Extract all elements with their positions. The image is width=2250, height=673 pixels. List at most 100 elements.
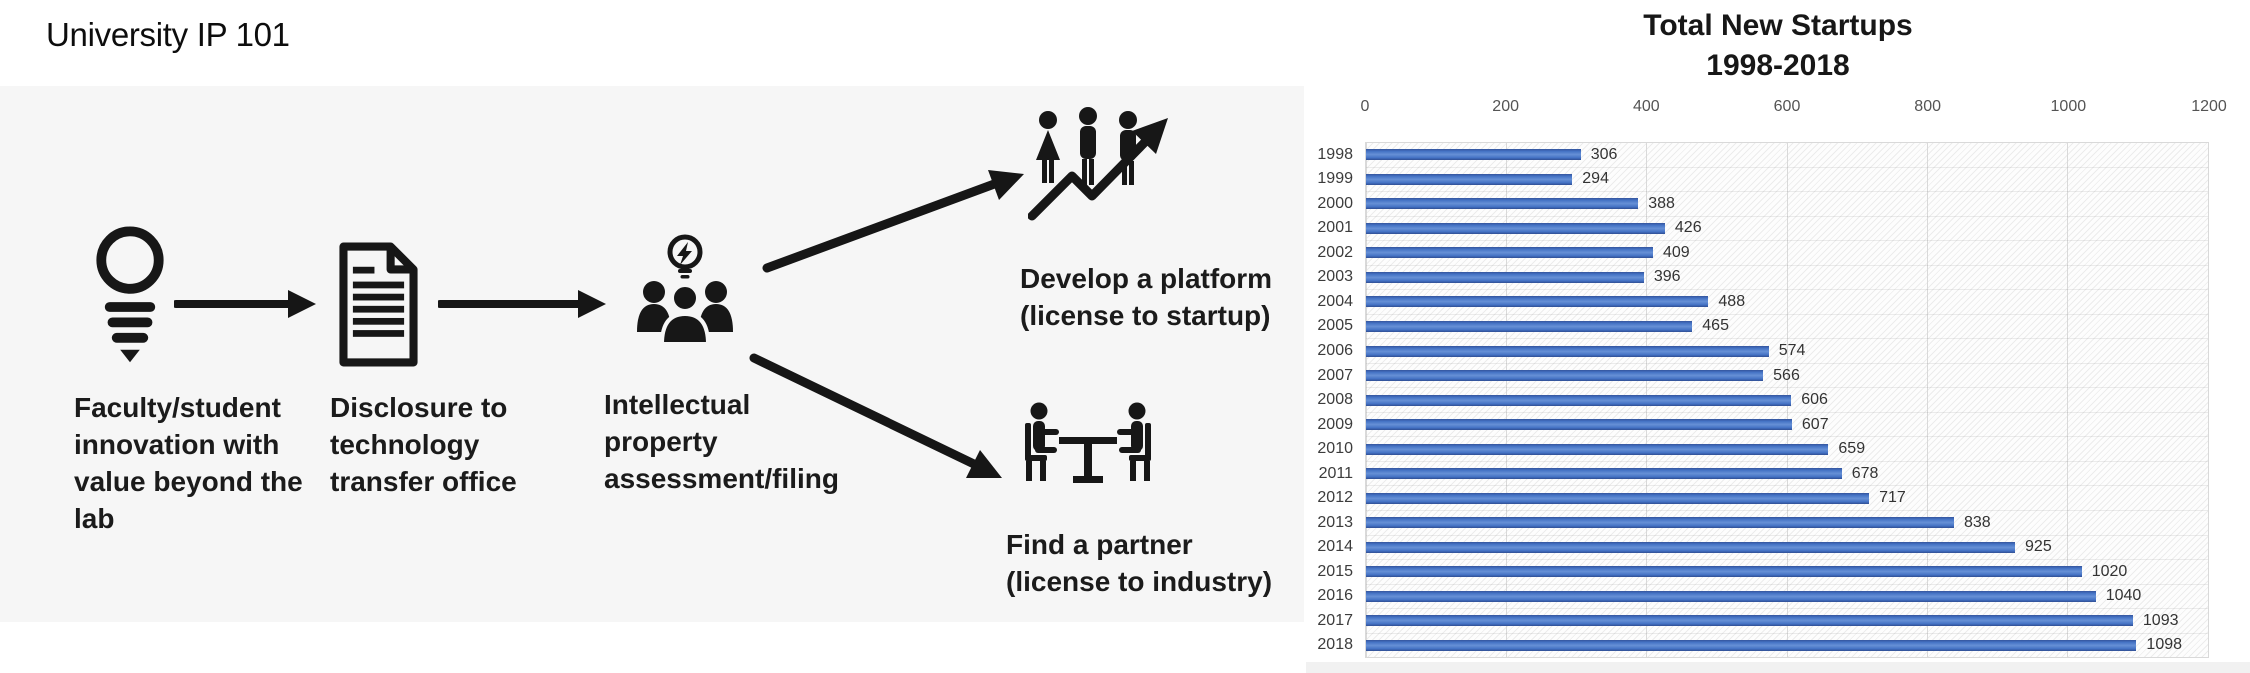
x-tick-label: 0 [1360, 98, 1370, 115]
bar [1366, 541, 2016, 553]
x-tick-label: 800 [1914, 98, 1942, 115]
bar [1366, 615, 2133, 627]
value-label: 838 [1963, 513, 1991, 531]
year-label: 2009 [1317, 415, 1353, 433]
gridline [2067, 143, 2069, 657]
year-label: 2008 [1317, 391, 1353, 409]
year-label: 2016 [1317, 587, 1353, 605]
bar [1366, 566, 2082, 578]
value-label: 426 [1674, 219, 1702, 237]
chart-row: 2009 607 [1317, 413, 2208, 438]
value-label: 388 [1648, 194, 1675, 212]
chart-row: 2005 465 [1317, 315, 2208, 340]
year-label: 2012 [1317, 489, 1353, 507]
step-label-innovation: Faculty/student innovation with value be… [74, 392, 303, 534]
value-label: 678 [1851, 464, 1879, 482]
year-label: 2017 [1317, 611, 1353, 629]
year-label: 2006 [1317, 342, 1353, 360]
bar [1366, 419, 1792, 431]
chart-row: 2014 925 [1317, 536, 2208, 561]
chart-row: 2011 678 [1319, 462, 2208, 487]
bar [1366, 271, 1644, 283]
lightbulb-icon [88, 226, 172, 367]
year-label: 2011 [1318, 464, 1353, 482]
x-tick-label: 1000 [2050, 98, 2087, 115]
year-label: 2014 [1317, 538, 1353, 556]
document-icon [330, 238, 427, 371]
year-label: 2001 [1317, 219, 1353, 237]
bottom-strip [1306, 662, 2250, 673]
value-label: 1093 [2142, 611, 2179, 629]
arrow-down-right-icon [749, 353, 1002, 478]
chart-row: 2015 1020 [1317, 560, 2208, 585]
value-label: 1040 [2105, 587, 2142, 605]
year-label: 2003 [1317, 268, 1353, 286]
bar [1366, 296, 1709, 308]
value-label: 465 [1702, 317, 1729, 335]
bar [1366, 639, 2137, 651]
year-label: 2000 [1317, 194, 1353, 212]
value-label: 396 [1653, 268, 1681, 286]
year-label: 2013 [1317, 513, 1353, 531]
value-label: 607 [1801, 415, 1829, 433]
startup-growth-icon [1028, 103, 1172, 225]
bar [1366, 370, 1764, 382]
year-label: 2010 [1317, 440, 1353, 458]
year-label: 2004 [1317, 292, 1353, 310]
bar [1366, 394, 1792, 406]
value-label: 606 [1801, 391, 1828, 409]
value-label: 659 [1838, 440, 1866, 458]
year-label: 2005 [1317, 317, 1353, 335]
step-label-disclosure: Disclosure to technology transfer office [330, 392, 517, 497]
chart-row: 2006 574 [1317, 339, 2208, 364]
year-label: 2018 [1317, 636, 1353, 654]
value-label: 1098 [2146, 636, 2183, 654]
value-label: 1020 [2091, 562, 2128, 580]
value-label: 925 [2025, 538, 2052, 556]
bar [1366, 492, 1870, 504]
chart-row: 2013 838 [1317, 511, 2208, 536]
page-title: University IP 101 [46, 16, 290, 53]
value-label: 566 [1773, 366, 1800, 384]
step-label-ip-assessment: Intellectual property assessment/filing [604, 389, 839, 494]
partnership-meeting-icon [1023, 397, 1153, 497]
x-tick-label: 400 [1632, 98, 1660, 115]
x-tick-label: 600 [1773, 98, 1801, 115]
arrow-up-right-icon [762, 170, 1024, 273]
bar [1366, 222, 1665, 234]
outcome-label-find-partner: Find a partner (license to industry) [1006, 529, 1273, 597]
bar [1366, 173, 1573, 185]
x-tick-label: 200 [1492, 98, 1520, 115]
chart-title: Total New Startups [1643, 9, 1913, 42]
outcome-label-develop-platform: Develop a platform (license to startup) [1020, 263, 1273, 331]
gridline [2207, 143, 2209, 657]
chart-row: 2003 396 [1317, 266, 2208, 291]
chart-row: 2018 1098 [1317, 634, 2208, 658]
bar [1366, 247, 1653, 259]
value-label: 717 [1879, 489, 1906, 507]
chart-row: 2007 566 [1317, 364, 2208, 389]
year-label: 2015 [1317, 562, 1353, 580]
gridline [1926, 143, 1928, 657]
chart-subtitle: 1998-2018 [1706, 49, 1850, 82]
bar [1366, 198, 1639, 210]
bar [1366, 443, 1829, 455]
value-label: 574 [1778, 342, 1806, 360]
value-label: 409 [1662, 243, 1690, 261]
arrow-right-icon [174, 290, 316, 318]
bar [1366, 517, 1954, 529]
chart-row: 2012 717 [1317, 486, 2208, 511]
bar [1366, 590, 2096, 602]
bar [1366, 468, 1842, 480]
bar-chart: Total New Startups 1998-2018 0 200 400 600 8… [1306, 0, 2250, 673]
bar [1366, 149, 1581, 161]
arrow-right-icon [438, 290, 606, 318]
year-label: 2007 [1317, 366, 1353, 384]
